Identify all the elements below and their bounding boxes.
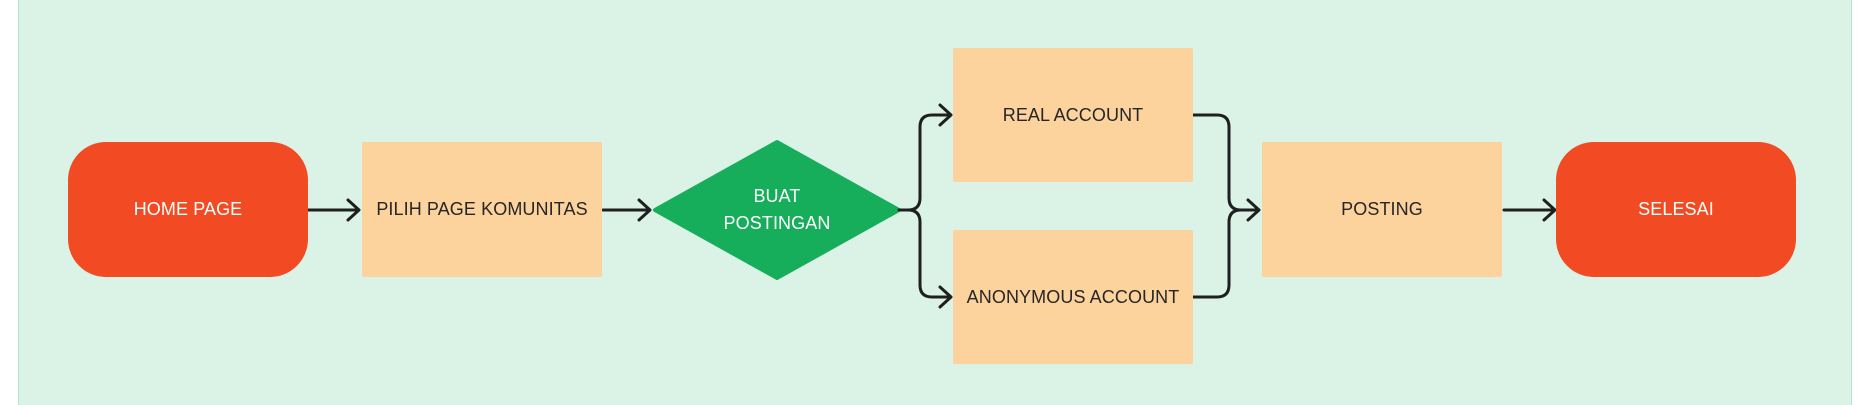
edge-buat-to-anon [906, 208, 952, 299]
decision-diamond-buat-postingan [653, 140, 901, 280]
node-home-page-label: HOME PAGE [133, 199, 243, 219]
arrowhead-buat [637, 198, 652, 222]
edge-real-to-posting [1191, 113, 1260, 212]
node-home-page: HOME PAGE [68, 142, 308, 277]
node-anonymous-account: ANONYMOUS ACCOUNT [953, 230, 1193, 364]
edge-buat-to-real [897, 113, 952, 212]
node-real-account-label: REAL ACCOUNT [1002, 104, 1144, 125]
edge-anon-to-posting [1191, 208, 1243, 299]
node-real-account: REAL ACCOUNT [953, 48, 1193, 182]
node-buat-postingan-label-box: BUAT POSTINGAN [697, 182, 857, 238]
node-posting-label: POSTING [1341, 199, 1423, 219]
node-pilih-page-komunitas: PILIH PAGE KOMUNITAS [362, 142, 602, 277]
node-anonymous-account-label: ANONYMOUS ACCOUNT [966, 286, 1180, 307]
arrowhead-real [938, 103, 953, 127]
arrowhead-selesai [1542, 198, 1557, 222]
node-selesai-label: SELESAI [1638, 199, 1714, 219]
node-selesai: SELESAI [1556, 142, 1796, 277]
node-pilih-page-komunitas-label: PILIH PAGE KOMUNITAS [376, 199, 588, 219]
node-posting: POSTING [1262, 142, 1502, 277]
arrowhead-pilih [346, 198, 361, 222]
node-buat-postingan-label-line2: POSTINGAN [723, 213, 831, 233]
node-buat-postingan-label-line1: BUAT [753, 186, 801, 206]
arrowhead-posting [1246, 198, 1261, 222]
arrowhead-anon [938, 285, 953, 309]
